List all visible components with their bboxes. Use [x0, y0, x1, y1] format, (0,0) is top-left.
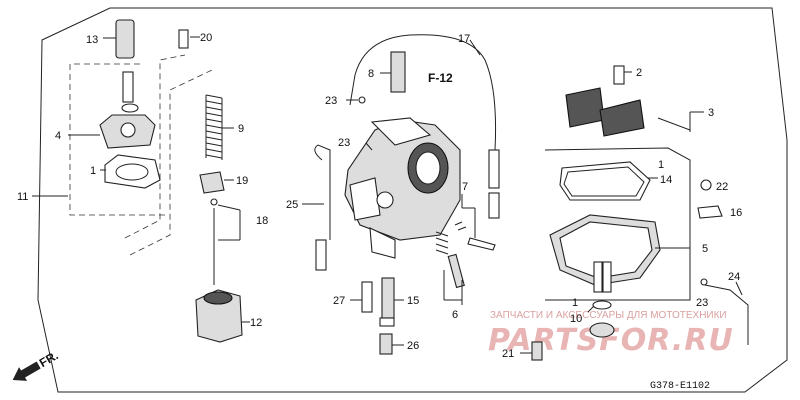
- callout-13: 13: [86, 34, 98, 46]
- part-24-drain-hose: [704, 284, 749, 345]
- callout-8: 8: [368, 68, 374, 80]
- callout-25: 25: [286, 199, 298, 211]
- part-21-screw: [531, 341, 543, 361]
- callout-14: 14: [660, 174, 672, 186]
- callout-23-right: 23: [696, 297, 708, 309]
- callout-5: 5: [702, 243, 708, 255]
- callout-3: 3: [708, 107, 714, 119]
- callout-11: 11: [17, 191, 28, 203]
- part-16-bracket: [697, 205, 723, 219]
- part-2-float-valve: [613, 65, 625, 85]
- callout-19: 19: [236, 175, 248, 187]
- callout-1-right-bottom: 1: [572, 297, 578, 309]
- center-parts-group: [302, 34, 500, 355]
- callout-23-mid: 23: [338, 137, 350, 149]
- part-3-float: [565, 87, 605, 128]
- part-10-drain-plug: [589, 322, 615, 338]
- right-parts-group: [520, 65, 749, 361]
- callout-10: 10: [570, 313, 582, 325]
- callout-2: 2: [636, 67, 642, 79]
- part-27-needle-jet: [361, 281, 373, 313]
- left-parts-group: [32, 19, 250, 343]
- callout-21: 21: [502, 348, 514, 360]
- part-19-needle-holder: [199, 171, 225, 194]
- part-6-pilot-screw: [447, 253, 465, 289]
- part-22-screw: [700, 179, 712, 191]
- part-17-throttle-cable: [354, 34, 497, 151]
- part-25-vent-hose: [314, 144, 331, 240]
- part-14-float-chamber-gasket: [559, 161, 651, 201]
- callout-9: 9: [238, 123, 244, 135]
- callout-15: 15: [407, 295, 419, 307]
- part-26-jet: [379, 333, 393, 355]
- part-8-adjust-screw: [390, 51, 406, 93]
- callout-4: 4: [55, 130, 61, 142]
- part-12-throttle-valve: [195, 289, 243, 343]
- watermark-caption: ЗАПЧАСТИ И АКСЕССУАРЫ ДЛЯ МОТОТЕХНИКИ: [490, 310, 727, 321]
- diagram-frame: [37, 7, 788, 393]
- front-direction-arrow: FR.: [12, 348, 61, 381]
- callout-12: 12: [250, 317, 262, 329]
- callout-23-top: 23: [325, 95, 337, 107]
- callout-18: 18: [256, 215, 268, 227]
- front-marker-label: FR.: [37, 348, 61, 370]
- part-20-screw: [178, 29, 189, 49]
- callout-22: 22: [716, 181, 728, 193]
- callout-7: 7: [462, 181, 468, 193]
- callout-1-left: 1: [90, 165, 96, 177]
- callout-6: 6: [452, 309, 458, 321]
- callout-27: 27: [333, 295, 345, 307]
- section-reference: F-12: [428, 71, 453, 85]
- part-15-main-jet: [381, 277, 395, 319]
- callout-26: 26: [407, 340, 419, 352]
- part-1-gasket: [104, 154, 161, 189]
- part-13-throttle-cap: [115, 19, 135, 59]
- diagram-code: G378-E1102: [650, 381, 710, 392]
- callout-1-right-top: 1: [658, 159, 664, 171]
- callout-20: 20: [200, 32, 212, 44]
- callout-24: 24: [728, 271, 740, 283]
- part-9-spring: [205, 94, 223, 160]
- callout-16: 16: [730, 207, 742, 219]
- arrow-icon: [12, 361, 41, 381]
- callout-17: 17: [458, 33, 470, 45]
